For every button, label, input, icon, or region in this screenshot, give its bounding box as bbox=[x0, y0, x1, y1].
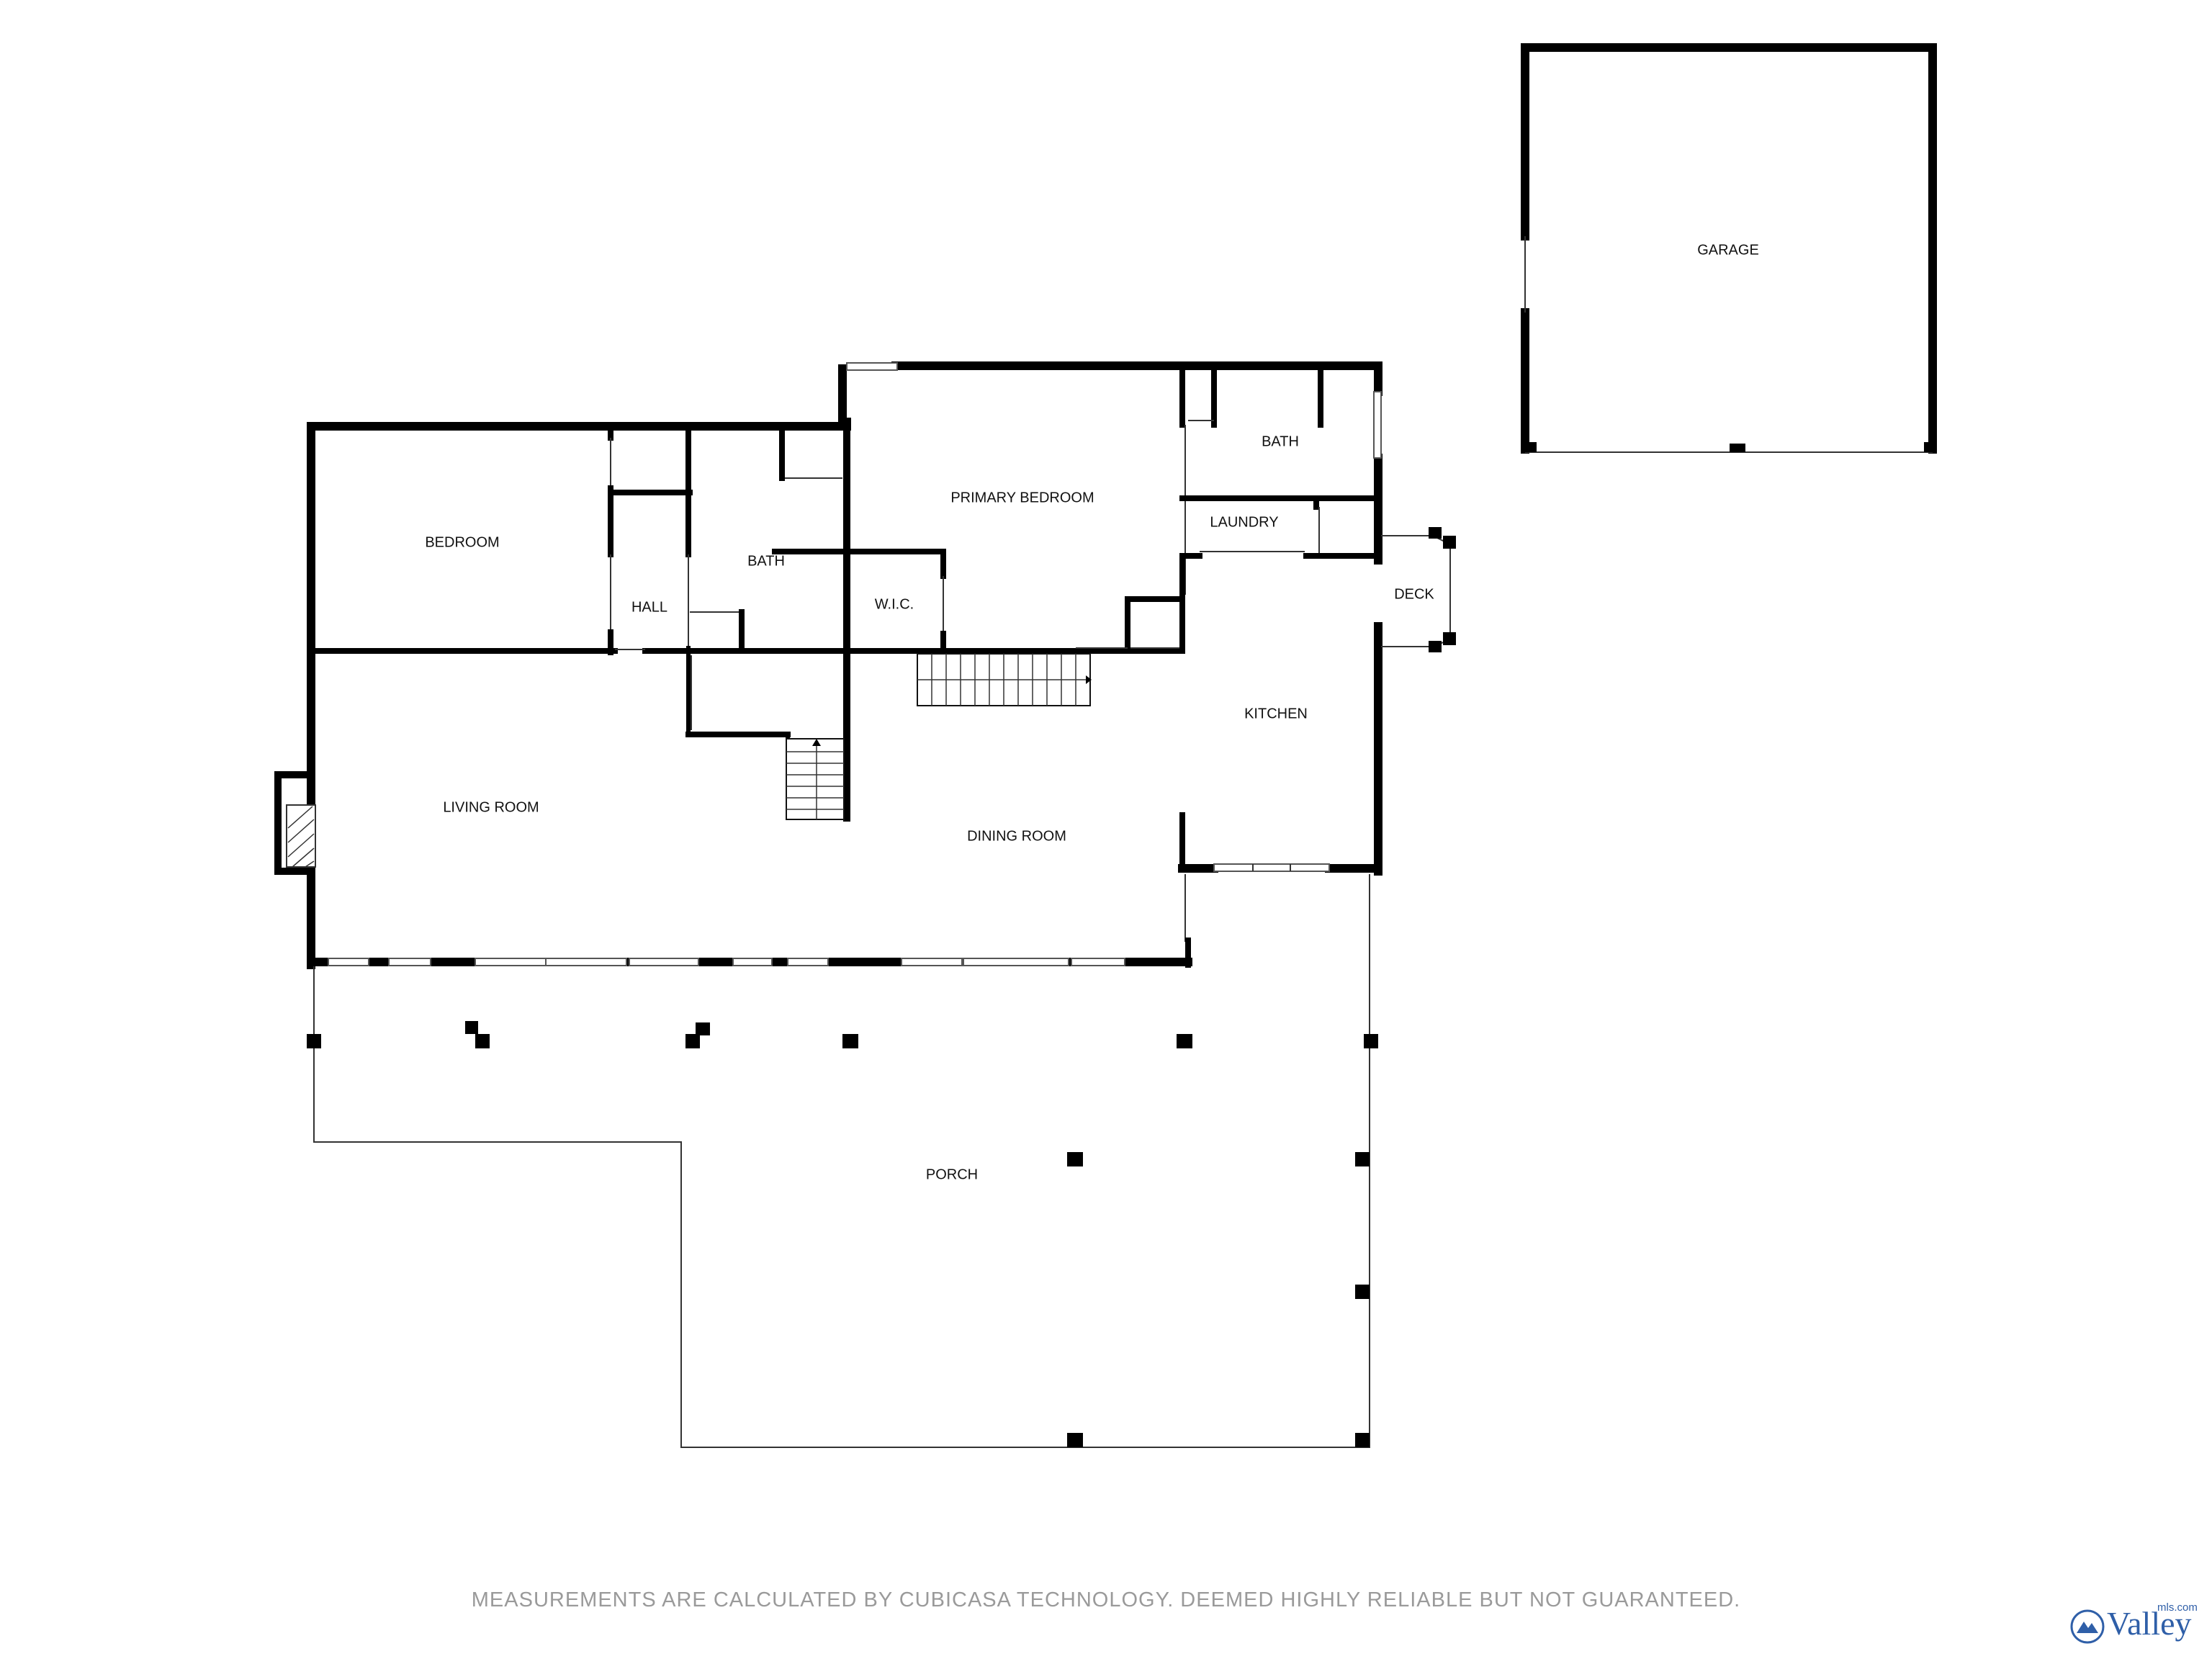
porch-structure bbox=[307, 874, 1378, 1448]
stairs-lower bbox=[786, 738, 845, 820]
logo-mark-icon bbox=[2070, 1609, 2105, 1644]
porch-label: PORCH bbox=[926, 1166, 978, 1182]
kitchen-label: KITCHEN bbox=[1244, 706, 1308, 721]
garage-structure bbox=[1521, 43, 1937, 454]
primary-bedroom-label: PRIMARY BEDROOM bbox=[950, 490, 1094, 505]
dining-room-label: DINING ROOM bbox=[967, 828, 1066, 844]
hall-label: HALL bbox=[631, 599, 667, 615]
stairs-upper bbox=[917, 653, 1092, 706]
logo-name: Valley bbox=[2107, 1605, 2192, 1642]
bedroom-label: BEDROOM bbox=[425, 534, 499, 550]
wic-label: W.I.C. bbox=[875, 596, 914, 612]
bath-label: BATH bbox=[747, 553, 785, 569]
deck-structure bbox=[1381, 527, 1456, 652]
disclaimer-text: MEASUREMENTS ARE CALCULATED BY CUBICASA … bbox=[471, 1588, 1741, 1611]
bath-upper-label: BATH bbox=[1262, 433, 1299, 449]
garage-label: GARAGE bbox=[1697, 242, 1759, 258]
living-room-label: LIVING ROOM bbox=[443, 799, 539, 815]
deck-label: DECK bbox=[1394, 586, 1434, 602]
house-exterior-walls bbox=[274, 361, 1382, 969]
interior-walls bbox=[308, 366, 1381, 822]
logo-suffix: mls.com bbox=[2157, 1601, 2198, 1614]
valleymls-logo: Valley mls.com bbox=[2069, 1601, 2206, 1646]
laundry-label: LAUNDRY bbox=[1210, 514, 1278, 530]
